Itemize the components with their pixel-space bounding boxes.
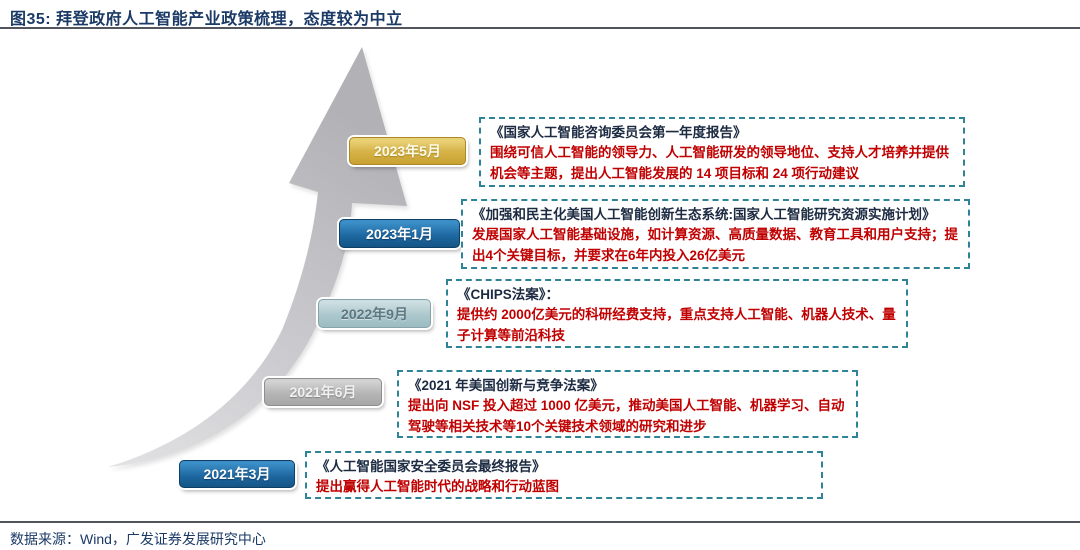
policy-box-2023-05: 《国家人工智能咨询委员会第一年度报告》 围绕可信人工智能的领导力、人工智能研发的… xyxy=(479,117,965,187)
policy-title: 《CHIPS法案》： xyxy=(457,287,560,302)
growth-arrow-graphic xyxy=(108,47,407,467)
policy-title: 《2021 年美国创新与竞争法案》 xyxy=(408,378,604,393)
footer-divider xyxy=(0,521,1080,523)
timeline-badge-2022-09: 2022年9月 xyxy=(318,299,431,328)
policy-desc: 提出向 NSF 投入超过 1000 亿美元，推动美国人工智能、机器学习、自动驾驶… xyxy=(408,398,845,435)
figure-header: 图35: 拜登政府人工智能产业政策梳理，态度较为中立 xyxy=(0,0,1080,33)
timeline-badge-2021-06: 2021年6月 xyxy=(264,378,382,406)
timeline-badge-2021-03: 2021年3月 xyxy=(179,460,295,488)
growth-arrow-path xyxy=(108,47,407,467)
badge-date-label: 2021年3月 xyxy=(203,466,271,482)
policy-desc: 发展国家人工智能基础设施，如计算资源、高质量数据、教育工具和用户支持；提出4个关… xyxy=(472,227,958,264)
policy-title: 《人工智能国家安全委员会最终报告》 xyxy=(316,459,546,474)
policy-title: 《国家人工智能咨询委员会第一年度报告》 xyxy=(490,125,747,140)
policy-title: 《加强和民主化美国人工智能创新生态系统:国家人工智能研究资源实施计划》 xyxy=(472,207,936,222)
badge-date-label: 2022年9月 xyxy=(341,305,408,322)
policy-desc: 提出赢得人工智能时代的战略和行动蓝图 xyxy=(316,479,559,495)
policy-box-2022-09: 《CHIPS法案》： 提供约 2000亿美元的科研经费支持，重点支持人工智能、机… xyxy=(446,279,908,348)
policy-box-2021-06: 《2021 年美国创新与竞争法案》 提出向 NSF 投入超过 1000 亿美元，… xyxy=(397,370,858,438)
badge-date-label: 2023年5月 xyxy=(374,143,441,159)
data-source-note: 数据来源：Wind，广发证券发展研究中心 xyxy=(10,531,266,547)
badge-date-label: 2021年6月 xyxy=(289,384,357,400)
figure-title: 图35: 拜登政府人工智能产业政策梳理，态度较为中立 xyxy=(10,11,403,28)
policy-box-2023-01: 《加强和民主化美国人工智能创新生态系统:国家人工智能研究资源实施计划》 发展国家… xyxy=(461,199,970,269)
policy-desc: 提供约 2000亿美元的科研经费支持，重点支持人工智能、机器人技术、量子计算等前… xyxy=(457,307,896,344)
timeline-badge-2023-01: 2023年1月 xyxy=(339,219,460,248)
header-divider xyxy=(0,27,1080,29)
badge-date-label: 2023年1月 xyxy=(366,225,433,242)
policy-desc: 围绕可信人工智能的领导力、人工智能研发的领导地位、支持人才培养并提供机会等主题，… xyxy=(490,145,949,182)
policy-box-2021-03: 《人工智能国家安全委员会最终报告》 提出赢得人工智能时代的战略和行动蓝图 xyxy=(305,451,823,499)
timeline-badge-2023-05: 2023年5月 xyxy=(349,137,466,165)
